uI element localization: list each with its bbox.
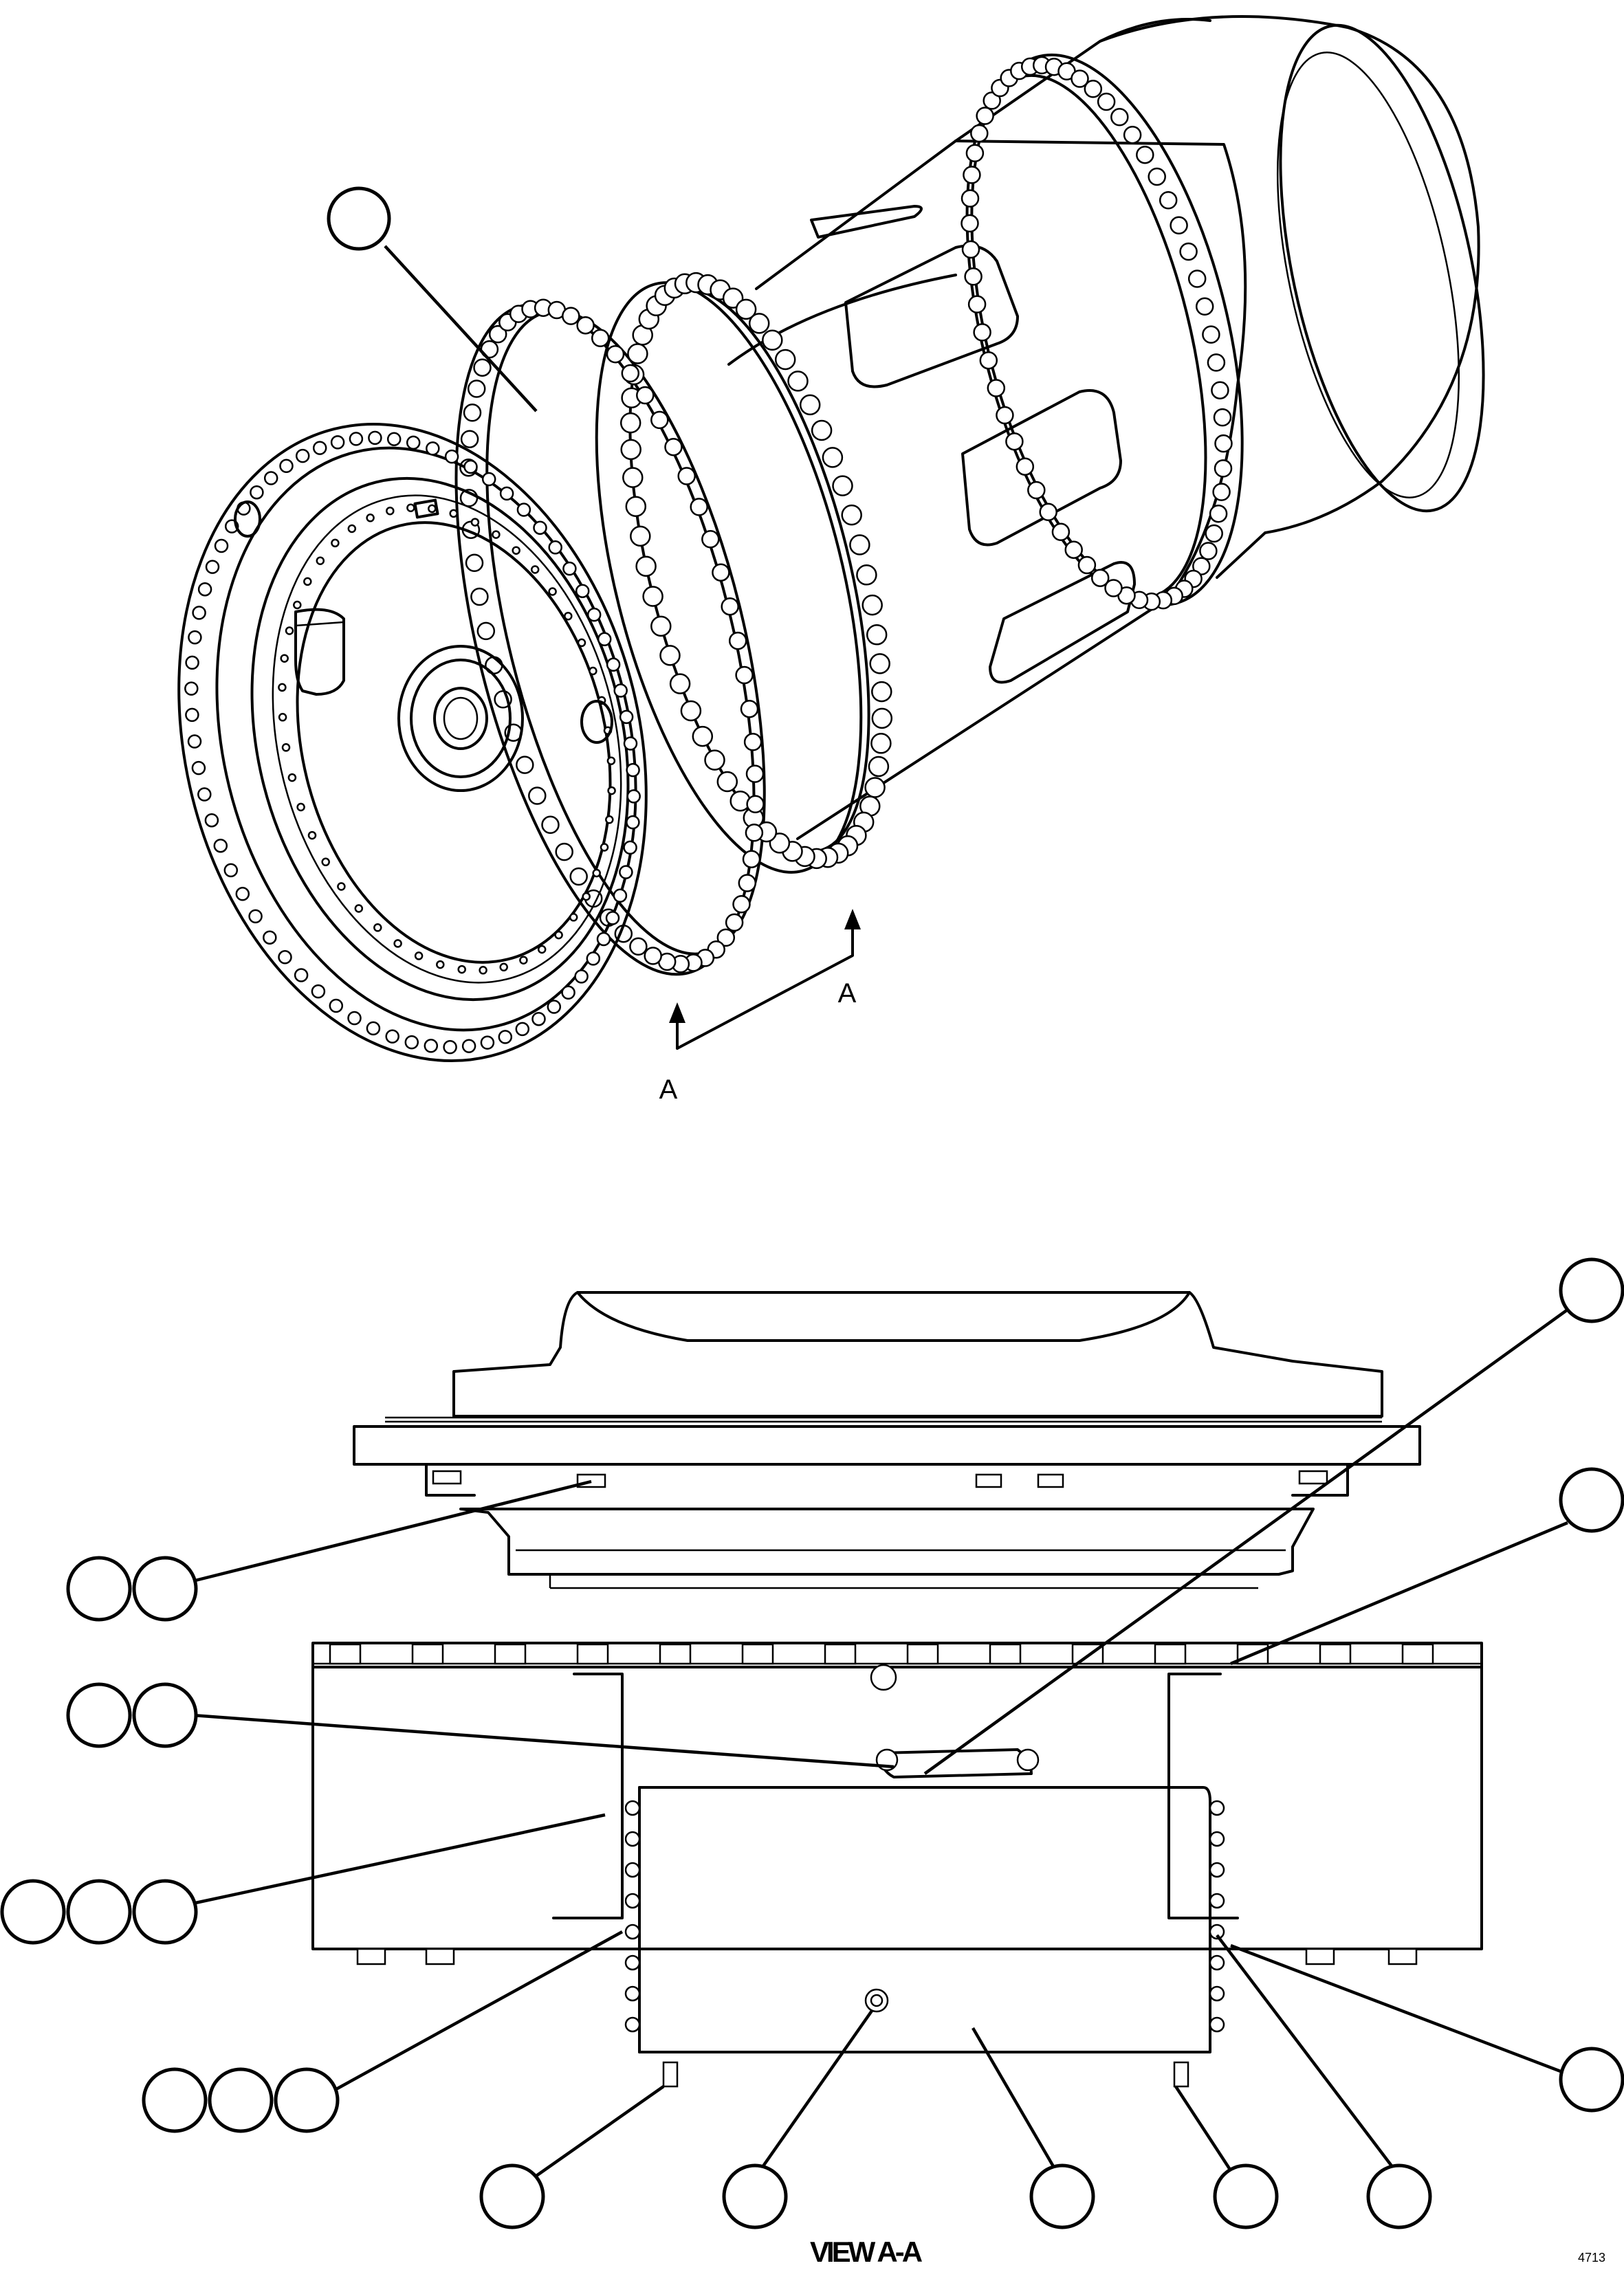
isometric-gearbox-assembly [177,15,1485,1062]
section-letter-left: A [659,1075,678,1105]
left-4c-balloon [274,2067,340,2133]
right-top-1-balloon [1559,1257,1624,1323]
left-1b-balloon [132,1556,198,1622]
bottom-5-balloon [1366,2163,1432,2229]
view-title: VIEW A-A [810,2236,923,2268]
left-3c-balloon [132,1879,198,1945]
right-top-2-balloon [1559,1467,1624,1533]
sheet-code: 4713 [1578,2251,1605,2265]
bottom-3-balloon [1029,2163,1095,2229]
bottom-2-balloon [722,2163,788,2229]
section-view-a-a [311,1291,1483,2088]
bottom-4-balloon [1213,2163,1279,2229]
left-4a-balloon [142,2067,208,2133]
left-1a-balloon [66,1556,132,1622]
leader-lines [188,1308,1569,2177]
left-2a-balloon [66,1682,132,1748]
left-2b-balloon [132,1682,198,1748]
left-4b-balloon [208,2067,274,2133]
left-3b-balloon [66,1879,132,1945]
right-low-balloon [1559,2047,1624,2113]
leader-line [384,245,538,412]
section-letter-right: A [838,978,857,1009]
left-3a-balloon [0,1879,66,1945]
bottom-1-balloon [479,2163,545,2229]
top-assembly-balloon [327,186,391,251]
